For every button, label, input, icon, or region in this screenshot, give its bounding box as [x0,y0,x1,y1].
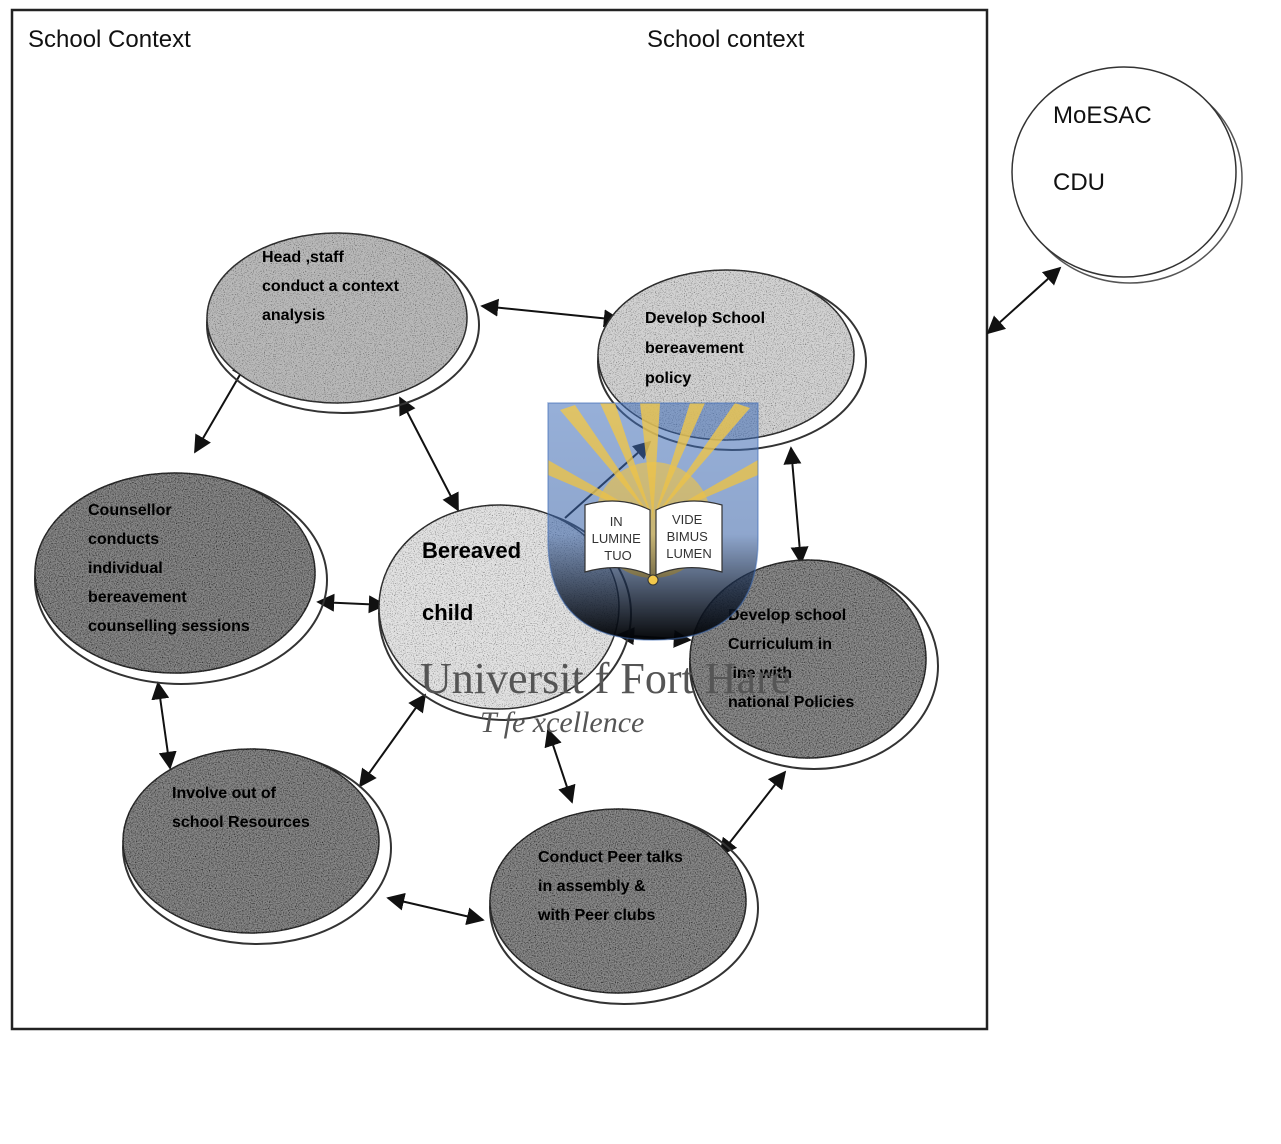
counsellor-line-2: conducts [88,531,159,548]
context-analysis-line-1: Head ,staff [262,249,344,266]
arrow-frame-external [986,266,1062,335]
arrow-policy-curriculum [783,446,809,565]
counsellor-node: Counsellor conducts individual bereaveme… [34,472,328,685]
university-name-watermark: Universit f Fort Hare [420,654,790,703]
school-context-label-left: School Context [28,26,191,53]
peer-talks-line-1: Conduct Peer talks [538,849,683,866]
out-of-school-line-1: Involve out of [172,785,277,802]
crest-open-book: IN LUMINE TUO VIDE BIMUS LUMEN [584,500,723,586]
counsellor-line-5: counselling sessions [88,618,250,635]
crest-shadow [548,405,758,640]
book-left-line-2: LUMINE [592,531,641,546]
curriculum-line-2: Curriculum in [728,636,832,653]
arrow-context-policy [480,298,622,328]
university-motto-watermark: T fe xcellence [480,706,644,739]
counsellor-line-1: Counsellor [88,502,172,519]
counsellor-label: Counsellor conducts individual bereaveme… [88,502,250,635]
university-crest-watermark: IN LUMINE TUO VIDE BIMUS LUMEN Universit… [420,402,790,739]
arrow-context-child [399,396,459,512]
school-context-frame [10,8,989,1031]
peer-talks-line-2: in assembly & [538,878,646,895]
bereaved-child-label: Bereaved child [422,538,527,625]
arrow-context-counsellor [194,359,249,454]
out-of-school-node: Involve out of school Resources [122,748,392,945]
arrow-counsellor-resources [151,681,177,770]
cdu-label: CDU [1053,169,1105,196]
policy-line-2: bereavement [645,340,744,357]
peer-talks-node: Conduct Peer talks in assembly & with Pe… [489,808,759,1005]
arrow-counsellor-child [316,593,387,614]
peer-talks-label: Conduct Peer talks in assembly & with Pe… [537,849,687,924]
crest-lamp [647,574,659,586]
moesac-label: MoESAC [1053,102,1152,129]
context-analysis-node: Head ,staff conduct a context analysis [206,232,480,414]
bereaved-child-line-1: Bereaved [422,538,521,563]
book-left-text: IN LUMINE TUO [592,514,645,563]
curriculum-line-1: Develop school [728,607,846,624]
school-context-label-right: School context [647,26,805,53]
curriculum-line-3: line with [728,665,792,682]
context-analysis-label: Head ,staff conduct a context analysis [262,249,403,324]
context-analysis-line-2: conduct a context [262,278,400,295]
arrow-child-resources [358,693,427,788]
curriculum-node: Develop school Curriculum in line with n… [689,559,939,770]
curriculum-label: Develop school Curriculum in line with n… [728,607,854,711]
out-of-school-line-2: school Resources [172,814,310,831]
policy-line-1: Develop School [645,310,765,327]
book-left-line-1: IN [610,514,623,529]
book-right-line-3: LUMEN [666,546,712,561]
moesac-cdu-node: MoESAC CDU [1011,66,1243,284]
bereaved-child-line-2: child [422,600,473,625]
context-analysis-line-3: analysis [262,307,325,324]
arrow-curriculum-peer [718,770,787,857]
arrow-child-peer [544,728,576,804]
counsellor-line-3: individual [88,560,163,577]
policy-line-3: policy [645,370,691,387]
policy-label: Develop School bereavement policy [645,310,769,387]
book-right-line-2: BIMUS [667,529,709,544]
book-right-text: VIDE BIMUS LUMEN [666,512,712,561]
curriculum-line-4: national Policies [728,694,854,711]
peer-talks-line-3: with Peer clubs [537,907,655,924]
counsellor-line-4: bereavement [88,589,187,606]
book-right-line-1: VIDE [672,512,703,527]
book-left-line-3: TUO [604,548,631,563]
out-of-school-label: Involve out of school Resources [172,785,310,831]
arrow-resources-peer [386,892,485,926]
